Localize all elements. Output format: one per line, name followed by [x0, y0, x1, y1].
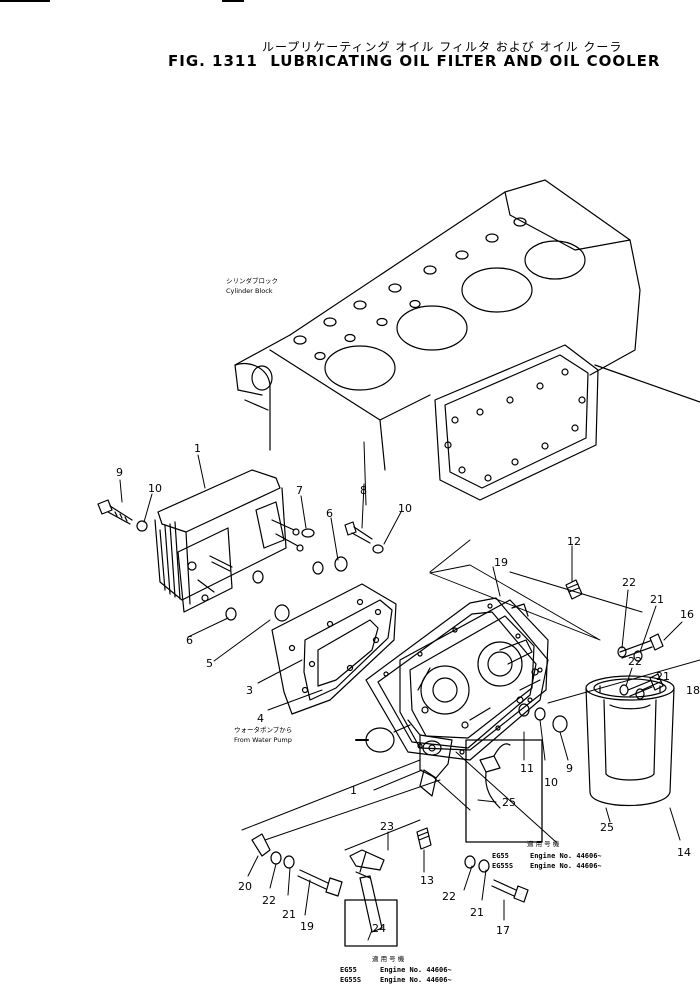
- figure-title-text: LUBRICATING OIL FILTER AND OIL COOLER: [270, 52, 661, 70]
- bolt-7: [344, 521, 373, 544]
- washer-10-right: [534, 707, 546, 721]
- callout-22-c: 22: [262, 894, 276, 907]
- figure-title: FIG. 1311 LUBRICATING OIL FILTER AND OIL…: [168, 52, 660, 70]
- callout-7: 8: [360, 484, 367, 497]
- callout-10-right: 10: [544, 776, 558, 789]
- callout-22-b: 22: [628, 655, 642, 668]
- callout-21-c: 21: [282, 908, 296, 921]
- washer-9: [552, 715, 568, 733]
- washer-11: [518, 703, 530, 717]
- callout-1: 1: [350, 784, 357, 797]
- callout-15: 19: [494, 556, 508, 569]
- callout-10-mid: 10: [398, 502, 412, 515]
- applicability-model-lower-2: EG55S: [340, 976, 361, 984]
- callout-10-left: 10: [148, 482, 162, 495]
- gasket-3: [271, 583, 397, 715]
- title-japanese: ループリケーティング オイル フィルタ および オイル クーラ: [262, 40, 623, 54]
- callout-18: 18: [686, 684, 700, 697]
- figure-number: FIG. 1311: [168, 52, 258, 70]
- callout-5-upper: 6: [326, 507, 333, 520]
- callout-6-upper: 7: [296, 484, 303, 497]
- water-pump-label-jp: ウォータポンプから: [234, 725, 292, 734]
- o-ring-water-pump: [365, 727, 395, 753]
- callout-14: 14: [677, 846, 691, 859]
- callout-25-upper: 25: [502, 796, 516, 809]
- callout-9: 9: [566, 762, 573, 775]
- callout-8: 9: [116, 466, 123, 479]
- cylinder-block-label-en: Cylinder Block: [226, 287, 273, 295]
- bolt-16: [619, 633, 664, 659]
- o-rings: [136, 520, 384, 622]
- applicability-frame-upper: [465, 739, 543, 843]
- oil-filter-cartridge: [585, 675, 675, 806]
- callout-2: 1: [194, 442, 201, 455]
- applicability-model-lower-1: EG55: [340, 966, 357, 974]
- callout-11: 11: [520, 762, 534, 775]
- callout-21-d: 21: [470, 906, 484, 919]
- callout-4: 4: [257, 712, 264, 725]
- leader-lines: [119, 441, 700, 941]
- cylinder-block: [234, 179, 700, 501]
- callout-20: 20: [238, 880, 252, 893]
- callout-25-filter: 25: [600, 821, 614, 834]
- spacer-20: [251, 833, 271, 857]
- applicability-engine-upper-1: Engine No. 44606~: [530, 852, 602, 860]
- callout-16: 16: [680, 608, 694, 621]
- plug-13: [416, 827, 432, 850]
- sensor-25: [479, 743, 511, 809]
- applicability-engine-lower-2: Engine No. 44606~: [380, 976, 452, 984]
- callout-13: 13: [420, 874, 434, 887]
- callout-22-a: 22: [622, 576, 636, 589]
- applicability-heading-upper: 適 用 号 機: [527, 839, 560, 848]
- union-23: [349, 849, 385, 873]
- applicability-engine-lower-1: Engine No. 44606~: [380, 966, 452, 974]
- top-rule-left: [0, 0, 50, 2]
- pipe-24: [355, 871, 383, 933]
- bolt-17: [491, 879, 529, 903]
- applicability-engine-upper-2: Engine No. 44606~: [530, 862, 602, 870]
- callout-12: 12: [567, 535, 581, 548]
- callout-21-a: 21: [650, 593, 664, 606]
- callout-17: 17: [496, 924, 510, 937]
- callout-3: 3: [246, 684, 253, 697]
- callout-6-lower: 6: [186, 634, 193, 647]
- applicability-model-upper-2: EG55S: [492, 862, 513, 870]
- bolt-19: [297, 869, 343, 897]
- bolt-8: [97, 499, 133, 525]
- applicability-frame-lower: [344, 899, 398, 947]
- applicability-model-upper-1: EG55: [492, 852, 509, 860]
- oil-cooler: [154, 469, 304, 613]
- callout-5-lower: 5: [206, 657, 213, 670]
- bolt-18: [627, 673, 664, 697]
- callout-24: 24: [372, 922, 386, 935]
- callout-21-b: 21: [656, 670, 670, 683]
- callout-22-d: 22: [442, 890, 456, 903]
- callout-19: 19: [300, 920, 314, 933]
- top-rule-mid: [222, 0, 244, 2]
- water-pump-label-en: From Water Pump: [234, 736, 292, 744]
- applicability-heading-lower: 適 用 号 機: [372, 954, 405, 963]
- callout-23: 23: [380, 820, 394, 833]
- gasket-4: [303, 599, 393, 701]
- cylinder-block-label-jp: シリンダブロック: [226, 276, 278, 285]
